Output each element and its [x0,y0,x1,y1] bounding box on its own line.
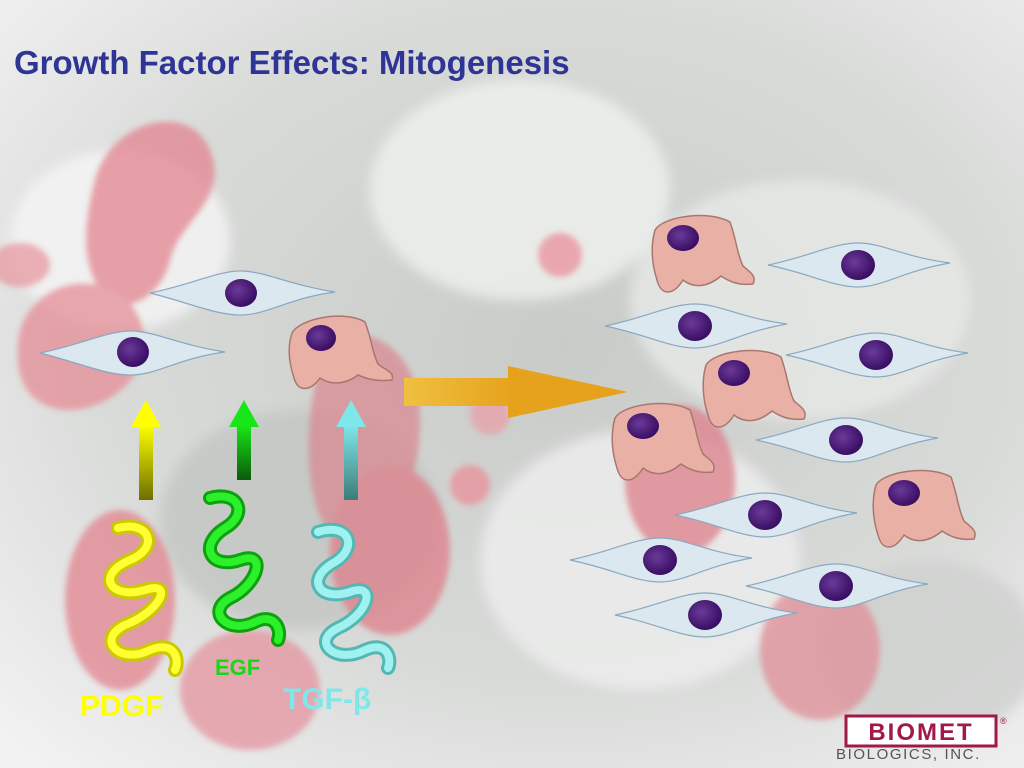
egf-ribbon [203,489,286,647]
pdgf-ribbon [103,519,184,677]
logo-wordmark: BIOMET [868,719,973,746]
registered-mark: ® [1000,716,1007,726]
logo-subtitle: BIOLOGICS, INC. [836,746,981,763]
egf-arrow [229,400,259,480]
fibroblast-cell-1 [149,270,336,316]
proliferated-cells [569,214,976,638]
fibroblast-cell-right-8 [614,592,798,638]
fibroblast-cell-right-4 [755,417,939,463]
myocyte-cell-1 [288,315,394,390]
tgf-beta-label: TGF-β [283,683,372,716]
tgf-beta-ribbon [311,522,397,675]
myocyte-cell-right-2 [702,349,806,428]
fibroblast-cell-right-1 [767,242,951,288]
myocyte-cell-right-1 [651,214,755,293]
fibroblast-cell-2 [39,330,226,376]
fibroblast-cell-right-2 [604,303,788,349]
egf-label: EGF [215,655,261,680]
pdgf-label: PDGF [80,690,164,723]
biomet-logo: BIOMET ® [844,714,1007,748]
tgf-beta-arrow [336,400,366,500]
fibroblast-cell-right-7 [745,563,929,609]
fibroblast-cell-right-6 [569,537,753,583]
fibroblast-cell-right-3 [785,332,969,378]
pdgf-arrow [131,400,161,500]
proliferation-arrow [404,366,628,418]
fibroblast-cell-right-5 [674,492,858,538]
myocyte-cell-right-3 [611,402,715,481]
slide-title: Growth Factor Effects: Mitogenesis [14,44,570,81]
myocyte-cell-right-4 [872,469,976,548]
